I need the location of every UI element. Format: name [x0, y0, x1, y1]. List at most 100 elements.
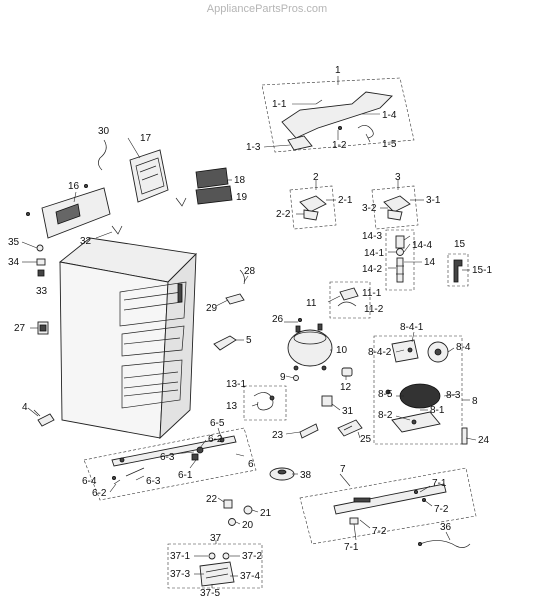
label-37-2: 37-2	[242, 551, 262, 562]
part-37-box	[199, 552, 235, 587]
label-14-3: 14-3	[362, 231, 382, 242]
group-6-frame	[83, 427, 257, 501]
label-14: 14	[424, 257, 436, 268]
label-20: 20	[242, 520, 254, 531]
part-25-drain	[337, 419, 363, 437]
label-2-2: 2-2	[276, 209, 291, 220]
part-1-top-plate	[281, 91, 393, 151]
leader-lines	[21, 76, 477, 588]
refrigerator-cabinet	[58, 237, 197, 440]
part-21-roller	[243, 505, 253, 515]
label-24: 24	[478, 435, 490, 446]
label-7-2-bottom: 7-2	[372, 526, 387, 537]
label-31: 31	[342, 406, 354, 417]
group-11-frame	[329, 281, 371, 319]
label-21: 21	[260, 508, 272, 519]
part-34-clip	[36, 258, 46, 266]
label-8-4: 8-4	[456, 342, 471, 353]
group-1-frame	[261, 77, 415, 153]
label-14-4: 14-4	[412, 240, 432, 251]
label-2-1: 2-1	[338, 195, 353, 206]
part-3-hinge	[383, 195, 411, 221]
label-26: 26	[272, 314, 284, 325]
label-37-5: 37-5	[200, 588, 220, 599]
label-8-4-1: 8-4-1	[400, 322, 424, 333]
label-1-1: 1-1	[272, 99, 287, 110]
label-28: 28	[244, 266, 256, 277]
part-7-bottom-cover	[333, 483, 447, 525]
label-6-2-bottom: 6-2	[92, 488, 107, 499]
part-5-bracket	[213, 335, 237, 351]
label-30: 30	[98, 126, 110, 137]
part-14-hinge-pin	[395, 235, 405, 283]
group-3-frame	[371, 185, 419, 230]
part-16-control-cover	[25, 183, 111, 239]
part-26-mount	[297, 317, 302, 322]
label-7: 7	[340, 464, 346, 475]
label-37-3: 37-3	[170, 569, 190, 580]
part-12-cap	[341, 367, 353, 377]
label-11: 11	[306, 298, 317, 309]
label-12: 12	[340, 382, 352, 393]
label-34: 34	[8, 257, 20, 268]
part-4-damper	[33, 409, 55, 427]
part-32-hook	[111, 197, 187, 235]
label-29: 29	[206, 303, 218, 314]
label-25: 25	[360, 434, 372, 445]
part-38-fan	[269, 467, 295, 481]
part-29-holder	[225, 293, 245, 305]
part-31-sensor	[321, 395, 333, 407]
label-6-3-top: 6-3	[160, 452, 175, 463]
label-1-3: 1-3	[246, 142, 261, 153]
part-13-tube	[253, 392, 275, 411]
label-5: 5	[246, 335, 252, 346]
part-2-hinge	[299, 195, 327, 221]
label-6-5: 6-5	[210, 418, 225, 429]
group-15-frame	[447, 253, 469, 287]
label-8-5: 8-5	[378, 389, 393, 400]
label-8-3: 8-3	[446, 390, 461, 401]
label-23: 23	[272, 430, 284, 441]
watermark: AppliancePartsPros.com	[206, 3, 328, 15]
part-30-wire	[98, 139, 107, 171]
label-37-4: 37-4	[240, 571, 260, 582]
label-6-4: 6-4	[82, 476, 97, 487]
label-7-1-top: 7-1	[432, 478, 447, 489]
part-18-pcb	[195, 167, 229, 189]
label-6-3-bottom: 6-3	[146, 476, 161, 487]
label-37: 37	[210, 533, 222, 544]
part-36-cord	[417, 540, 471, 548]
part-9-grommet	[293, 375, 299, 381]
label-1-2: 1-2	[332, 140, 347, 151]
part-22-leveler	[223, 499, 233, 509]
label-38: 38	[300, 470, 312, 481]
label-19: 19	[236, 192, 248, 203]
label-7-1-bottom: 7-1	[344, 542, 359, 553]
part-17-cover-plate	[129, 149, 169, 203]
label-3-1: 3-1	[426, 195, 441, 206]
label-8: 8	[472, 396, 478, 407]
part-8-fan-assembly	[385, 339, 449, 433]
label-33: 33	[36, 286, 48, 297]
label-8-4-2: 8-4-2	[368, 347, 392, 358]
label-3-2: 3-2	[362, 203, 377, 214]
label-17: 17	[140, 133, 152, 144]
group-37-frame	[167, 543, 263, 589]
label-1: 1	[335, 65, 341, 76]
label-8-1: 8-1	[430, 405, 445, 416]
part-20-screw	[228, 518, 236, 526]
label-10: 10	[336, 345, 348, 356]
group-2-frame	[289, 185, 337, 230]
part-33-cap	[37, 269, 45, 277]
label-6-2-top: 6-2	[208, 434, 223, 445]
label-6: 6	[248, 459, 254, 470]
label-37-1: 37-1	[170, 551, 190, 562]
label-1-4: 1-4	[382, 110, 397, 121]
label-13-1: 13-1	[226, 379, 246, 390]
label-1-5: 1-5	[382, 139, 397, 150]
label-15: 15	[454, 239, 466, 250]
part-11-relay	[337, 287, 359, 307]
part-labels: 1 1-1 1-4 1-3 1-2 1-5 2 2-1 2-2 3 3-1 3-…	[8, 65, 492, 599]
label-15-1: 15-1	[472, 265, 492, 276]
